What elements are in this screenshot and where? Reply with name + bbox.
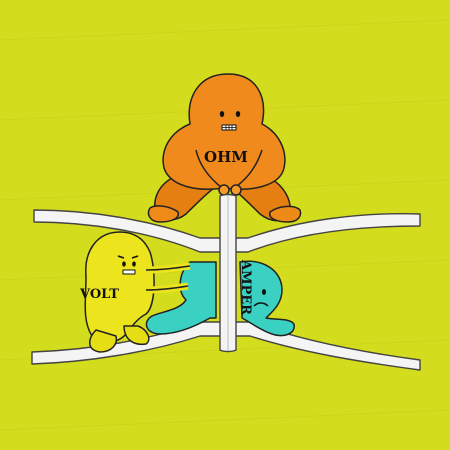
volt-left-brow <box>117 255 125 259</box>
amper-mouth <box>253 302 269 307</box>
amper-eye <box>262 289 266 295</box>
volt-right-brow <box>131 255 139 259</box>
amper-right-half <box>239 260 295 337</box>
amper-character <box>145 260 295 337</box>
ohm-label: OHM <box>204 148 248 166</box>
volt-left-foot <box>89 329 118 353</box>
volt-gritted-teeth <box>122 269 136 275</box>
ohm-right-eye <box>235 111 241 117</box>
ohm-right-foot <box>268 205 302 223</box>
volt-left-eye <box>122 261 126 267</box>
ohm-left-eye <box>219 111 225 117</box>
ohm-right-hand <box>230 184 242 196</box>
volt-character <box>84 231 191 353</box>
volt-right-foot <box>123 325 150 346</box>
ohm-character <box>147 73 302 223</box>
ohm-left-hand <box>218 184 230 196</box>
ohm-left-arm <box>195 149 223 189</box>
volt-right-eye <box>132 261 136 267</box>
volt-label: VOLT <box>79 287 119 302</box>
amper-left-half <box>145 261 217 335</box>
conductor-upper-band <box>33 209 421 253</box>
amper-label: AMPER <box>238 259 253 315</box>
ohm-left-foot <box>147 205 180 223</box>
